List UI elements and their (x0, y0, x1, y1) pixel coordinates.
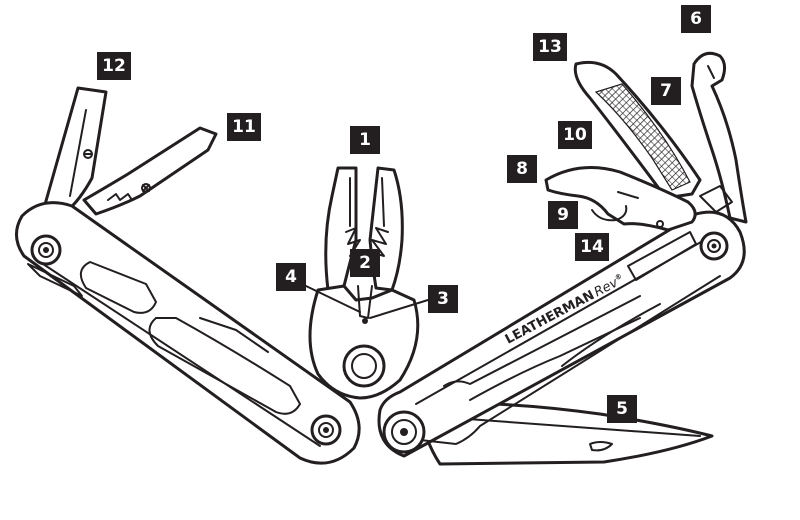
callout-3: 3 (428, 285, 458, 313)
leader-lines (305, 285, 429, 319)
callout-1: 1 (350, 126, 380, 154)
right-handle (377, 210, 746, 458)
brand-trademark: ® (614, 272, 624, 282)
callout-9: 9 (548, 201, 578, 229)
callout-10: 10 (558, 121, 592, 149)
callout-7: 7 (651, 77, 681, 105)
callout-11: 11 (227, 113, 261, 141)
callout-14: 14 (575, 233, 609, 261)
tool-6-opener (690, 51, 748, 224)
pliers-head (308, 166, 420, 400)
tool-11-screwdriver (82, 126, 218, 216)
callout-12: 12 (97, 52, 131, 80)
callout-5: 5 (607, 395, 637, 423)
tools-8-9-10-opener-stripper (544, 166, 697, 232)
tool-13-file (573, 60, 702, 200)
callout-4: 4 (276, 263, 306, 291)
callout-13: 13 (533, 33, 567, 61)
callout-8: 8 (507, 155, 537, 183)
left-handle (15, 201, 361, 465)
callout-6: 6 (681, 5, 711, 33)
callout-2: 2 (350, 249, 380, 277)
